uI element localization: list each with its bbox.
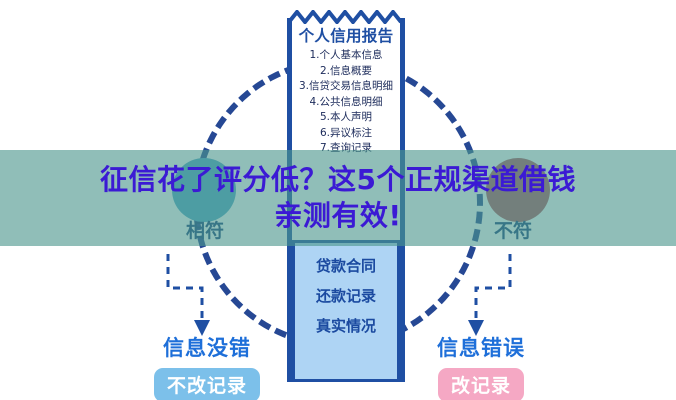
report-evidence-panel: 贷款合同 还款记录 真实情况 bbox=[292, 240, 400, 382]
right-result-badge: 改记录 bbox=[437, 368, 524, 400]
panel-item: 贷款合同 bbox=[315, 257, 376, 275]
overlay-caption: 征信花了评分低？这5个正规渠道借钱 亲测有效! bbox=[0, 150, 676, 246]
list-item: 6.异议标注 bbox=[319, 126, 373, 139]
list-item: 1.个人基本信息 bbox=[309, 49, 383, 61]
panel-item: 真实情况 bbox=[315, 317, 376, 335]
left-result-badge: 不改记录 bbox=[153, 368, 260, 400]
list-item: 3.信贷交易信息明细 bbox=[298, 80, 394, 92]
torn-paper-zigzag-icon bbox=[287, 10, 403, 24]
right-connector-arrow-icon bbox=[468, 254, 512, 336]
list-item: 5.本人声明 bbox=[319, 111, 373, 123]
overlay-line-1: 征信花了评分低？这5个正规渠道借钱 bbox=[100, 163, 576, 196]
overlay-line-2: 亲测有效! bbox=[274, 199, 402, 232]
left-result-block: 信息没错 不改记录 bbox=[122, 332, 292, 400]
list-item: 2.信息概要 bbox=[319, 64, 373, 77]
overlay-band bbox=[0, 150, 676, 246]
left-connector-arrow-icon bbox=[166, 254, 210, 336]
left-result-title: 信息没错 bbox=[163, 336, 251, 360]
report-item-list: 1.个人基本信息 2.信息概要 3.信贷交易信息明细 4.公共信息明细 5.本人… bbox=[272, 48, 420, 157]
right-result-block: 信息错误 改记录 bbox=[396, 332, 566, 400]
report-title: 个人信用报告 bbox=[298, 27, 394, 45]
panel-item: 还款记录 bbox=[315, 287, 376, 305]
list-item: 4.公共信息明细 bbox=[309, 95, 383, 108]
right-result-title: 信息错误 bbox=[437, 336, 525, 360]
